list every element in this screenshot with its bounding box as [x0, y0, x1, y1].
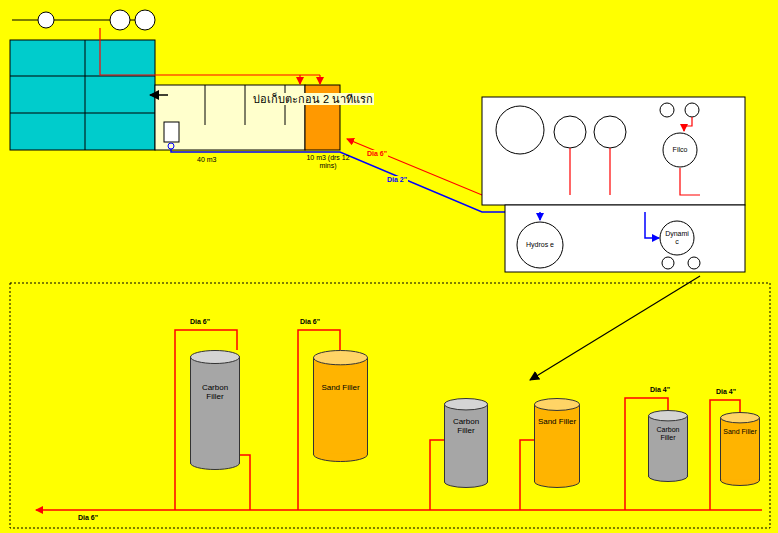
pipe-size: Dia 4"	[650, 386, 670, 394]
pipe-size: Dia 6"	[300, 318, 320, 326]
equipment-circle: Hydros e	[516, 221, 564, 269]
node-label: Sand Filler	[537, 418, 577, 427]
node-label: Dynami c	[664, 230, 690, 245]
node-label: Carbon Filler	[447, 418, 485, 436]
sand-filter: Sand Filler	[534, 398, 580, 488]
cylinder-outline	[444, 398, 488, 488]
node-label: Sand Filler	[723, 428, 757, 436]
cylinder-outline	[720, 412, 760, 486]
pipe-size: Dia 6"	[78, 514, 98, 522]
pipe-size: Dia 2"	[386, 176, 408, 184]
tank-note: บ่อเก็บตะกอน 2 นาทีแรก	[252, 93, 374, 105]
cylinder-outline	[190, 350, 240, 470]
volume-label: 40 m3	[197, 156, 216, 164]
node-label: Hydros e	[521, 241, 559, 249]
cylinder-outline	[648, 410, 688, 482]
volume-label: 10 m3 (drs 12 mins)	[306, 154, 350, 169]
pipe-size: Dia 6"	[366, 150, 388, 158]
carbon-filter: Carbon Filler	[190, 350, 240, 470]
node-label: Filco	[667, 146, 693, 154]
equipment-circle: Filco	[662, 132, 698, 168]
pipe-size: Dia 6"	[190, 318, 210, 326]
carbon-filter: Carbon Filler	[444, 398, 488, 488]
cylinder-outline	[313, 350, 368, 462]
carbon-filter: Carbon Filler	[648, 410, 688, 482]
node-label: Sand Filler	[316, 384, 365, 393]
pipe-size: Dia 4"	[716, 388, 736, 396]
equipment-circle: Dynami c	[659, 220, 695, 256]
node-label: Carbon Filler	[193, 384, 237, 402]
cylinder-outline	[534, 398, 580, 488]
sand-filter: Sand Filler	[313, 350, 368, 462]
node-label: Carbon Filler	[651, 426, 685, 441]
sand-filter: Sand Filler	[720, 412, 760, 486]
